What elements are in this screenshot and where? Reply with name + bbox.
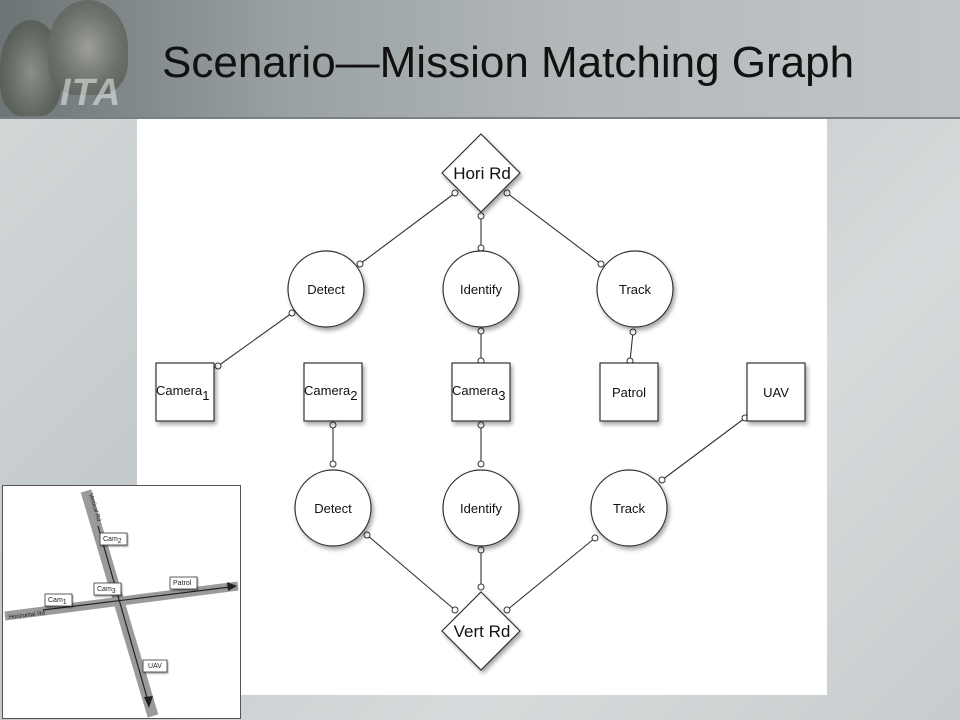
cam1-label-box bbox=[44, 593, 73, 607]
cam2-label-box bbox=[99, 532, 128, 546]
edge-endpoint bbox=[288, 309, 296, 317]
edge-endpoint bbox=[658, 476, 666, 484]
vertical-arrow-head bbox=[144, 696, 153, 708]
cam3-label: Cam3 bbox=[97, 586, 116, 595]
lower-identify-label: Identify bbox=[460, 501, 502, 516]
top-road-label: Hori Rd bbox=[453, 164, 511, 183]
horizontal-road-label: Horizontal Rd bbox=[9, 611, 46, 621]
vertical-arrow-line bbox=[97, 525, 149, 702]
lower-detect-node bbox=[294, 469, 372, 547]
uav-label: UAV bbox=[148, 663, 162, 670]
upper-detect-label: Detect bbox=[307, 282, 345, 297]
bottom-road-node bbox=[441, 591, 521, 671]
camera3-node bbox=[451, 362, 511, 422]
uav-node bbox=[746, 362, 806, 422]
uav-label: UAV bbox=[763, 385, 789, 400]
edge bbox=[217, 312, 293, 367]
patrol-label: Patrol bbox=[612, 385, 646, 400]
road-map-inset: Vertical Rd Horizontal Rd Cam2 Cam3 Cam1… bbox=[2, 485, 241, 719]
lower-identify-node bbox=[442, 469, 520, 547]
edge-endpoint bbox=[477, 212, 485, 220]
camera2-label: Camera2 bbox=[304, 383, 357, 403]
lower-track-label: Track bbox=[613, 501, 646, 516]
cam1-label: Cam1 bbox=[48, 597, 67, 606]
edge-endpoint bbox=[477, 244, 485, 252]
patrol-label-box bbox=[169, 576, 198, 590]
edge-endpoint bbox=[451, 606, 459, 614]
edge bbox=[366, 534, 456, 611]
edge bbox=[629, 331, 634, 362]
edge bbox=[506, 537, 596, 611]
edge-endpoint bbox=[363, 531, 371, 539]
edge-endpoint bbox=[214, 362, 222, 370]
upper-identify-node bbox=[442, 250, 520, 328]
edge-endpoint bbox=[477, 327, 485, 335]
edge-endpoint bbox=[597, 260, 605, 268]
camera1-label: Camera1 bbox=[156, 383, 209, 403]
cam2-label: Cam2 bbox=[103, 536, 122, 545]
upper-track-node bbox=[596, 250, 674, 328]
ita-logo: ITA bbox=[60, 72, 122, 114]
edge-endpoint bbox=[356, 260, 364, 268]
camera3-label: Camera3 bbox=[452, 383, 505, 403]
edge bbox=[506, 192, 602, 265]
edge-endpoint bbox=[329, 460, 337, 468]
edge bbox=[359, 192, 456, 265]
edge-endpoint bbox=[477, 583, 485, 591]
edge-endpoint bbox=[477, 460, 485, 468]
soldier-photo-2 bbox=[48, 0, 128, 95]
edge-endpoint bbox=[503, 189, 511, 197]
header-banner: ITA Scenario—Mission Matching Graph bbox=[0, 0, 960, 119]
cam3-label-box bbox=[93, 582, 122, 596]
matching-graph: Hori Rd Vert Rd Detect Identify Track De… bbox=[155, 133, 806, 671]
lower-detect-label: Detect bbox=[314, 501, 352, 516]
patrol-node bbox=[599, 362, 659, 422]
edge bbox=[661, 417, 746, 481]
top-road-node bbox=[441, 133, 521, 213]
edge-endpoint bbox=[451, 189, 459, 197]
horizontal-arrow-head bbox=[227, 582, 237, 591]
horizontal-arrow-line bbox=[42, 586, 231, 611]
patrol-label: Patrol bbox=[173, 580, 192, 587]
uav-label-box bbox=[142, 659, 168, 673]
edge-endpoint bbox=[477, 546, 485, 554]
edge-endpoint bbox=[477, 421, 485, 429]
road-map: Vertical Rd Horizontal Rd Cam2 Cam3 Cam1… bbox=[4, 489, 239, 718]
bottom-road-label: Vert Rd bbox=[454, 622, 511, 641]
edge-endpoint bbox=[329, 421, 337, 429]
camera1-node bbox=[155, 362, 215, 422]
edge-endpoint bbox=[591, 534, 599, 542]
camera2-node bbox=[303, 362, 363, 422]
upper-detect-node bbox=[287, 250, 365, 328]
upper-identify-label: Identify bbox=[460, 282, 502, 297]
lower-track-node bbox=[590, 469, 668, 547]
slide-title: Scenario—Mission Matching Graph bbox=[162, 38, 855, 87]
edge-endpoint bbox=[629, 328, 637, 336]
graph-panel: Hori Rd Vert Rd Detect Identify Track De… bbox=[137, 119, 827, 695]
upper-track-label: Track bbox=[619, 282, 652, 297]
edge-endpoint bbox=[503, 606, 511, 614]
